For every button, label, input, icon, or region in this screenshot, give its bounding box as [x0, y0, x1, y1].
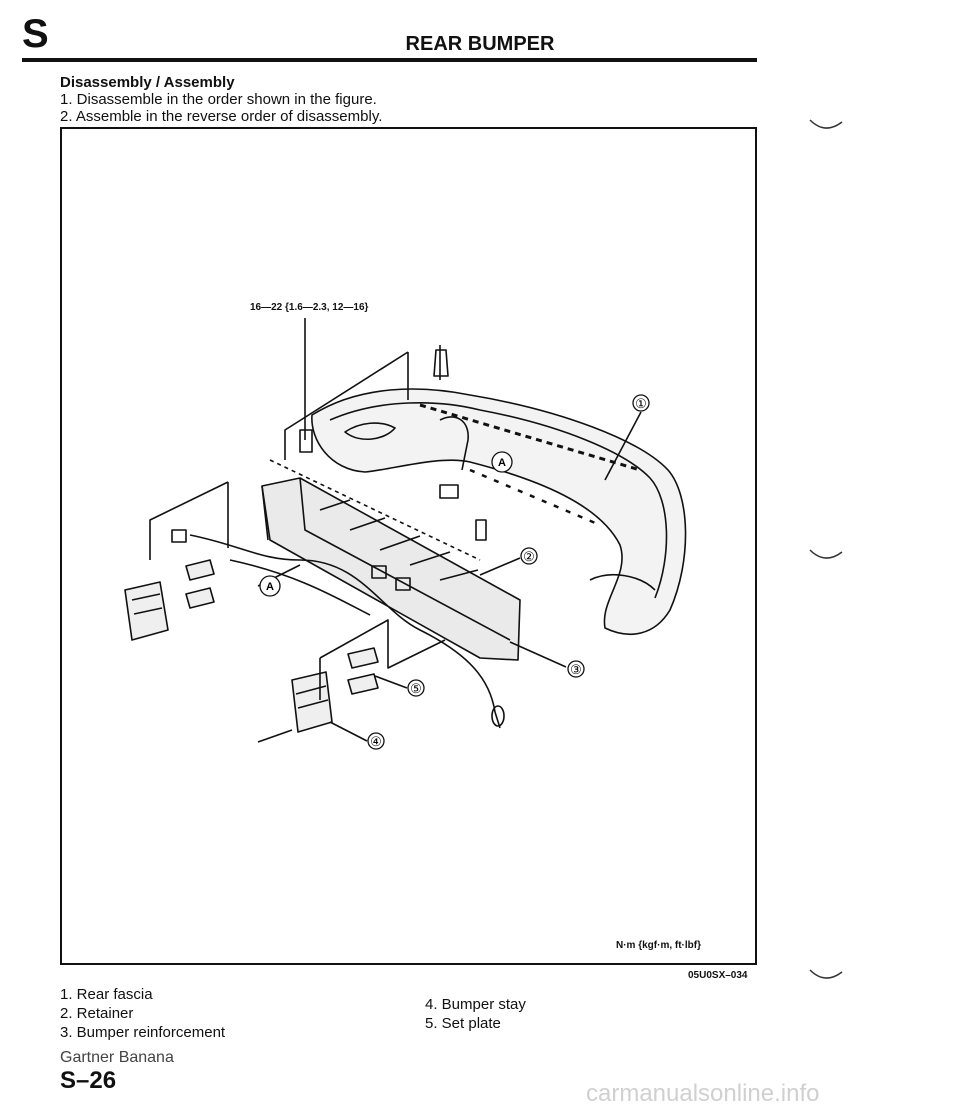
callout-3-label: ③ — [570, 662, 582, 677]
binding-marks — [809, 119, 843, 979]
page-number: S–26 — [60, 1067, 117, 1094]
section-letter: S — [22, 12, 49, 56]
callout-5-label: ⑤ — [410, 681, 422, 696]
legend-item: 2. Retainer — [60, 1005, 134, 1022]
units-note: N·m {kgf·m, ft·lbf} — [616, 940, 701, 951]
figure-code: 05U0SX–034 — [688, 970, 748, 981]
callout-4-label: ④ — [370, 734, 382, 749]
watermark: carmanualsonline.info — [586, 1080, 820, 1107]
callout-1-label: ① — [635, 396, 647, 411]
legend-item: 5. Set plate — [425, 1015, 501, 1032]
legend-item: 1. Rear fascia — [60, 986, 153, 1003]
section-heading: Disassembly / Assembly — [60, 74, 235, 91]
bumper-stay-left — [124, 559, 215, 641]
header-divider — [22, 58, 757, 62]
parts-legend-right: 4. Bumper stay 5. Set plate — [425, 995, 526, 1033]
bumper-reinforcement — [261, 459, 521, 661]
instruction-step-1: 1. Disassemble in the order shown in the… — [60, 91, 377, 108]
legend-item: 3. Bumper reinforcement — [60, 1024, 226, 1041]
ref-mark-a-lower: A — [266, 581, 274, 593]
exploded-diagram-frame — [60, 127, 757, 965]
instruction-step-2: 2. Assemble in the reverse order of disa… — [60, 108, 383, 125]
torque-spec: 16—22 {1.6—2.3, 12—16} — [250, 302, 369, 313]
rear-fascia — [311, 388, 687, 635]
exploded-diagram: ① ② ③ ④ ⑤ A A — [124, 318, 687, 750]
parts-legend-left: 1. Rear fascia 2. Retainer 3. Bumper rei… — [60, 985, 225, 1042]
callout-2-label: ② — [523, 549, 535, 564]
legend-item: 4. Bumper stay — [425, 996, 526, 1013]
footer-note: Gartner Banana — [60, 1049, 174, 1066]
bumper-stay-right — [291, 647, 379, 733]
ref-mark-a-upper: A — [498, 457, 506, 469]
page-title: REAR BUMPER — [405, 33, 555, 55]
